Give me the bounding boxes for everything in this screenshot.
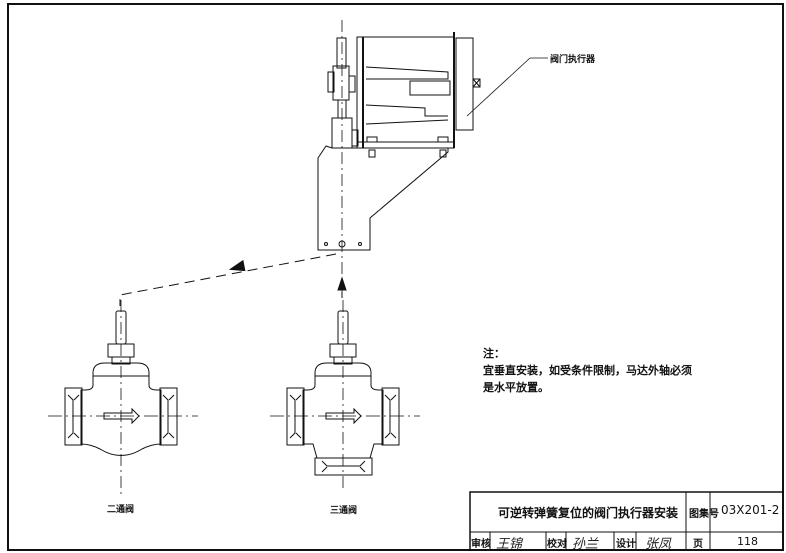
atlas-no: 03X201-2 [721, 503, 780, 517]
notes-heading: 注： [483, 347, 505, 360]
drawing-frame [7, 3, 784, 551]
design-signature: 张凤 [645, 537, 672, 552]
actuator-label: 阀门执行器 [550, 55, 596, 65]
notes-line: 是水平放置。 [483, 381, 549, 394]
atlas-no-label: 图集号 [689, 509, 719, 520]
two-way-valve [48, 300, 198, 497]
title-block-lines [469, 491, 784, 551]
page-number: 118 [737, 535, 758, 548]
review-signature: 王锦 [496, 537, 523, 552]
drawing-title: 可逆转弹簧复位的阀门执行器安装 [498, 506, 679, 520]
installation-notes: 注： 宜垂直安装，如受条件限制，马达外轴必须 是水平放置。 [483, 345, 692, 396]
two-way-valve-label: 二通阀 [107, 505, 135, 515]
review-label: 审核 [471, 539, 491, 550]
design-label: 设计 [616, 539, 636, 550]
check-signature: 孙兰 [572, 537, 599, 552]
three-way-valve-label: 三通阀 [330, 506, 358, 516]
valve-actuator [317, 20, 548, 292]
notes-line: 宜垂直安装，如受条件限制，马达外轴必须 [483, 364, 692, 377]
three-way-valve [270, 300, 420, 492]
page-label: 页 [693, 539, 703, 550]
check-label: 校对 [547, 539, 567, 550]
install-direction-arrows [119, 253, 347, 306]
